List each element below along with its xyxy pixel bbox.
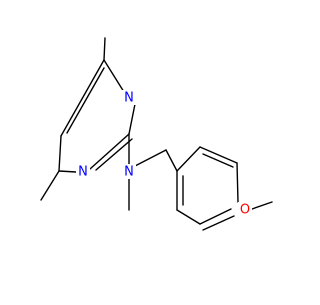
bond-ring-4: [199, 208, 232, 225]
ring-nitrogen-top-label: N: [124, 91, 134, 106]
bond-c6-methyl: [40, 170, 60, 201]
atom-label-group: N N N O: [76, 90, 252, 218]
molecule-svg: N N N O: [40, 37, 273, 231]
bond-ring-3: [236, 162, 239, 203]
bond-c4-methyl: [103, 37, 106, 61]
amine-nitrogen-label: N: [124, 165, 134, 180]
bond-n3-c6: [58, 170, 77, 173]
bond-c2-n3-double: [95, 138, 133, 171]
bond-ring-1: [176, 146, 201, 172]
bond-c4-n1: [103, 59, 125, 93]
bond-c6-c5: [58, 135, 62, 172]
bond-c5-c4-double: [66, 67, 105, 134]
bond-n1-c2: [128, 103, 136, 135]
bond-o-methyl: [251, 201, 273, 210]
methoxy-oxygen-label: O: [240, 203, 250, 218]
bond-n-amine-ch2: [134, 149, 167, 167]
bond-group: [40, 37, 273, 231]
bond-ch2-ring: [165, 149, 178, 172]
bond-ring-4-double: [202, 215, 235, 231]
bond-c5-c4: [60, 59, 105, 137]
bond-ring-2-double: [202, 153, 234, 168]
bond-ring-5: [176, 209, 201, 225]
bond-c2-n3: [89, 133, 130, 170]
molecule-structure: N N N O: [40, 37, 273, 231]
bond-ring-2: [199, 146, 238, 164]
ring-nitrogen-bottom-label: N: [78, 165, 88, 180]
